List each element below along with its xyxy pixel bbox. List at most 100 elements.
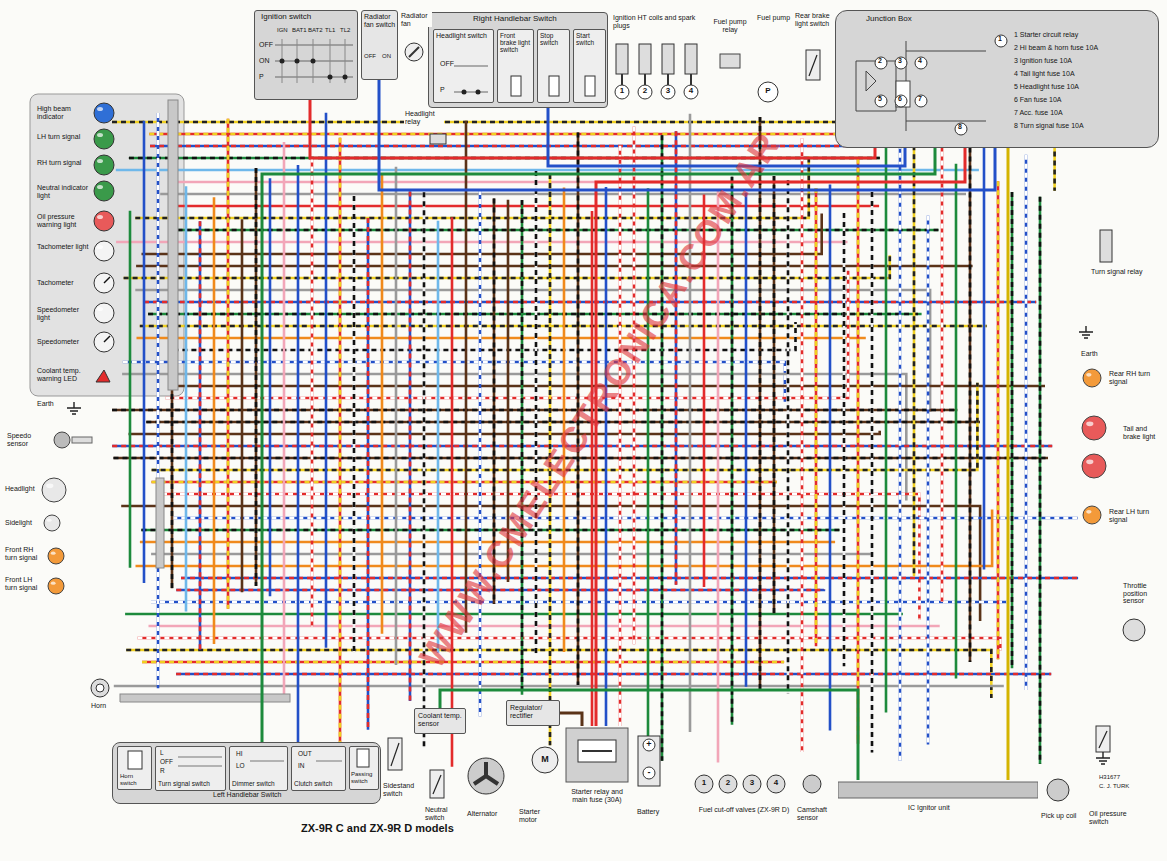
- wire-stripe: [311, 158, 314, 627]
- wire-stripe: [927, 216, 930, 745]
- spark-plug-symbol: [638, 85, 652, 99]
- wire-stripe: [493, 199, 496, 604]
- switch-symbol: [388, 738, 402, 770]
- wire: [255, 168, 258, 586]
- wire-stripe: [731, 177, 734, 725]
- node-artwork: [255, 11, 359, 101]
- wire-stripe: [787, 180, 790, 693]
- switch-position: P: [259, 73, 264, 81]
- fuel-valve-symbol: [767, 775, 785, 793]
- callout-number: 1: [995, 35, 1005, 43]
- wire: [563, 188, 566, 653]
- part-label: Earth: [36, 400, 66, 408]
- contact-dot: [295, 59, 300, 64]
- part-label: Camshaft sensor: [796, 806, 836, 821]
- wire-stripe: [144, 301, 1036, 304]
- callout-number: 4: [685, 87, 697, 96]
- wire-stripe: [149, 133, 865, 136]
- part-label: Alternator: [466, 810, 512, 818]
- wire-stripe: [141, 529, 839, 532]
- contact-dot: [476, 90, 481, 95]
- throttle-sensor-symbol: [1123, 619, 1145, 641]
- wire: [633, 127, 636, 645]
- switch-position: 1 Starter circuit relay: [1014, 31, 1156, 39]
- bulb-symbol: [44, 515, 60, 531]
- ignitor-housing: [838, 782, 1038, 798]
- wire-stripe: [157, 113, 160, 688]
- component-label: OUT: [298, 750, 312, 757]
- component-box: IC Ignitor unit: [838, 780, 1038, 820]
- switch-symbol: [806, 50, 820, 80]
- bulb-highlight: [1086, 459, 1093, 464]
- callout-number: P: [762, 87, 774, 96]
- component-label: Start switch: [576, 32, 604, 46]
- part-label: Radiator fan: [400, 12, 432, 27]
- callout-number: 4: [915, 57, 925, 65]
- part-label: Speedometer light: [36, 306, 90, 321]
- part-label: RH turn signal: [36, 159, 90, 167]
- switch-contact: [433, 775, 441, 794]
- bulb-symbol: [1083, 369, 1101, 387]
- starter-motor-symbol: [532, 747, 558, 773]
- wire: [899, 126, 902, 761]
- indicator-lamp: [94, 332, 114, 352]
- lamp-highlight: [97, 133, 103, 137]
- wire: [157, 113, 160, 688]
- callout-number: 2: [639, 87, 651, 96]
- part-label: Speedo sensor: [6, 432, 42, 447]
- lamp-highlight: [97, 215, 103, 219]
- part-label: Sidestand switch: [382, 782, 422, 797]
- wire-connector: [310, 100, 875, 158]
- wire: [577, 133, 580, 685]
- component-label: Stop switch: [540, 32, 568, 46]
- wire: [871, 192, 874, 753]
- fuel-valve-symbol: [743, 775, 761, 793]
- part-label: Battery: [636, 808, 672, 816]
- junction-circuit: [856, 41, 986, 131]
- callout-circle: [995, 35, 1007, 47]
- component-label: Left Handlebar Switch: [213, 791, 281, 799]
- switch-position: ON: [382, 53, 391, 60]
- wire-stripe: [661, 135, 664, 761]
- component-label: Fuel pump relay: [710, 18, 750, 33]
- switch-contact: [1099, 731, 1107, 748]
- camshaft-sensor-symbol: [803, 775, 821, 793]
- wire: [176, 588, 824, 591]
- component-box: Regulator/ rectifier: [506, 700, 560, 726]
- switch-position: OFF: [259, 41, 273, 49]
- part-label: Oil pressure switch: [1088, 810, 1142, 825]
- switch-position: 2 Hi beam & horn fuse 10A: [1014, 44, 1156, 52]
- component-label: Starter relay and main fuse (30A): [564, 788, 630, 803]
- callout-number: 2: [722, 779, 734, 788]
- callout-number: 7: [915, 95, 925, 103]
- bulb-highlight: [46, 483, 53, 488]
- switch-position: P: [440, 86, 445, 94]
- wire: [227, 119, 230, 609]
- wire-connector: [1007, 148, 1010, 780]
- indicator-lamp: [94, 103, 114, 123]
- wire: [176, 673, 1051, 676]
- lamp-highlight: [97, 245, 103, 249]
- part-label: LH turn signal: [36, 133, 90, 141]
- lamp-highlight: [97, 107, 103, 111]
- switch-symbol: [1096, 726, 1110, 752]
- wire: [241, 219, 244, 592]
- wire: [605, 187, 608, 746]
- alternator-symbol: [468, 758, 504, 794]
- indicator-lamp: [94, 303, 114, 323]
- component-label: Horn switch: [120, 773, 150, 786]
- component-box: Fuel pump relay: [708, 16, 752, 74]
- wire-stripe: [773, 176, 776, 613]
- switch-symbol: [511, 76, 521, 96]
- wire-stripe: [123, 362, 785, 402]
- part-label: Tail and brake light: [1122, 425, 1162, 440]
- spark-plug-lead: [644, 74, 646, 85]
- part-label: Pick up coil: [1040, 812, 1080, 820]
- wire-stripe: [173, 322, 795, 350]
- wire: [144, 301, 1036, 304]
- wire-stripe: [112, 445, 1052, 448]
- wire: [857, 159, 860, 744]
- speedo-sensor-symbol: [54, 432, 70, 448]
- wire: [829, 185, 832, 731]
- lamp-highlight: [97, 159, 103, 163]
